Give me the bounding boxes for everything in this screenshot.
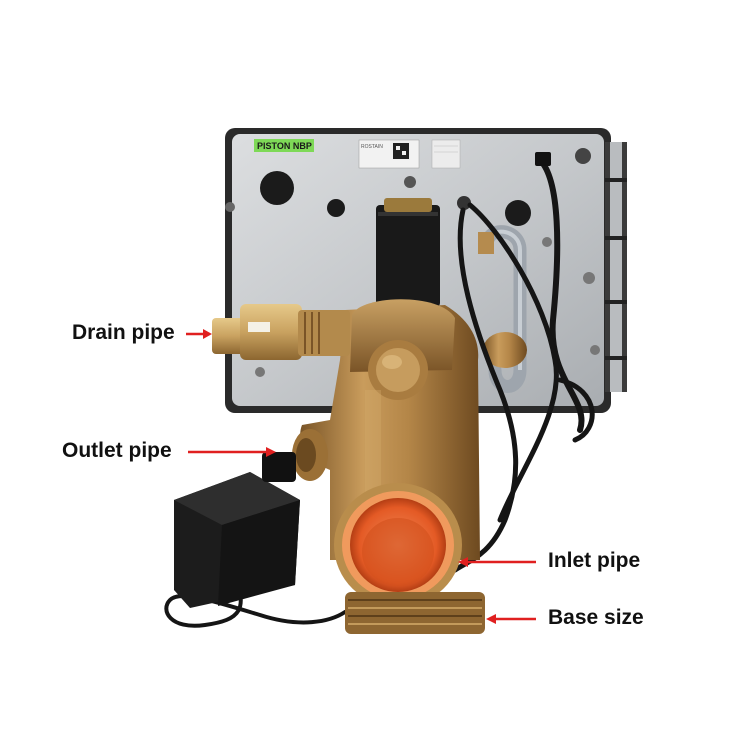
callout-arrows	[186, 329, 536, 624]
drain-pipe-label: Drain pipe	[72, 321, 175, 344]
piston-tag: PISTON NBP	[257, 141, 312, 151]
base-thread	[345, 592, 485, 634]
inlet-pipe-label: Inlet pipe	[548, 549, 641, 572]
base-size-label: Base size	[548, 606, 644, 629]
plate-badge: ROSTAIN	[361, 144, 383, 150]
cables	[164, 157, 595, 628]
outlet-pipe-label: Outlet pipe	[62, 439, 172, 462]
hinge	[605, 142, 627, 392]
power-adapter	[174, 452, 300, 608]
brass-fitting	[483, 332, 527, 368]
inlet-opening	[334, 483, 462, 607]
drain-fitting	[212, 304, 350, 360]
solenoid	[376, 198, 440, 307]
